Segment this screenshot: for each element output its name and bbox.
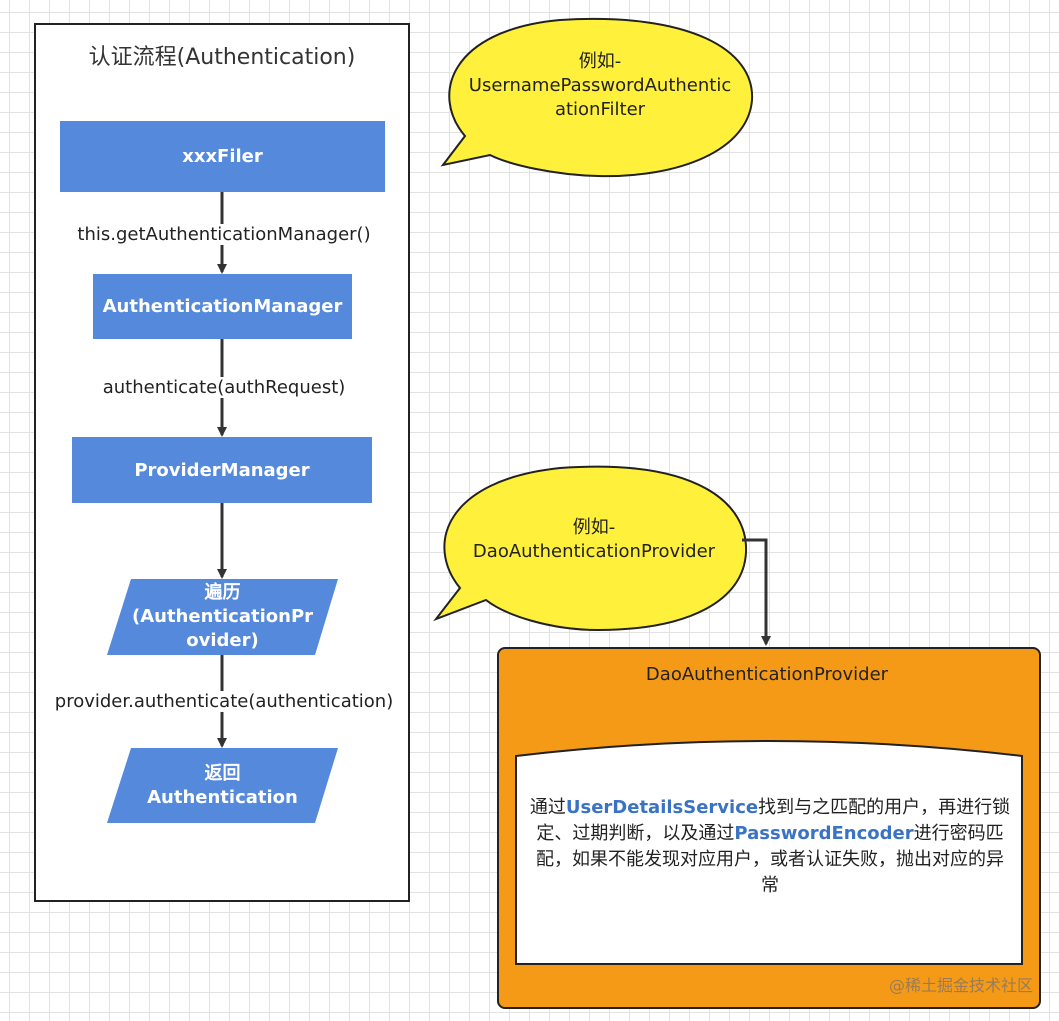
filter-node: xxxFiler: [60, 121, 385, 192]
iterate-shape: [107, 579, 338, 655]
provider-manager-label: ProviderManager: [134, 459, 310, 481]
edge-label-authenticate: authenticate(authRequest): [100, 377, 348, 398]
provider-manager-node: ProviderManager: [72, 437, 372, 503]
password-encoder-highlight: PasswordEncoder: [734, 823, 914, 844]
callout-1-line-1: 例如-: [578, 51, 622, 72]
dao-description: 通过UserDetailsService找到与之匹配的用户，再进行锁定、过期判断…: [528, 795, 1012, 899]
dao-document-shape: [515, 740, 1023, 965]
edge-label-provider-authenticate: provider.authenticate(authentication): [52, 691, 396, 712]
callout-bubble-1: [440, 18, 754, 178]
callout-bubble-2: [433, 465, 748, 632]
iterate-line-1: 遍历: [204, 582, 241, 603]
return-line-2: Authentication: [147, 787, 298, 808]
dao-text-part-2: 找到与之匹配的用户，再进行锁定、过期判断，以及通过: [536, 797, 1011, 844]
callout-2-text: 例如- DaoAuthenticationProvider: [444, 516, 744, 564]
callout-2-line-1: 例如-: [572, 517, 616, 538]
authentication-manager-node: AuthenticationManager: [93, 274, 352, 339]
authentication-manager-label: AuthenticationManager: [102, 296, 343, 317]
iterate-line-2: (AuthenticationPr: [131, 606, 314, 627]
return-shape: [107, 748, 338, 823]
callout-1-line-2: UsernamePasswordAuthentic: [468, 75, 732, 96]
iterate-label: 遍历 (AuthenticationPr ovider): [107, 581, 338, 653]
edge-label-get-manager: this.getAuthenticationManager(): [75, 224, 373, 245]
edge-callout-to-dao: [742, 538, 771, 646]
callout-1-text: 例如- UsernamePasswordAuthentic ationFilte…: [450, 50, 750, 122]
filter-label: xxxFiler: [182, 146, 263, 167]
dao-text-part-3: 进行密码匹配，如果不能发现对应用户，或者认证失败，抛出对应的异常: [536, 823, 1004, 896]
frame-title: 认证流程(Authentication): [34, 23, 410, 87]
return-line-1: 返回: [204, 763, 241, 784]
dao-text-part-1: 通过: [529, 797, 566, 818]
callout-2-line-2: DaoAuthenticationProvider: [472, 541, 716, 562]
user-details-service-highlight: UserDetailsService: [565, 797, 759, 818]
dao-provider-title: DaoAuthenticationProvider: [645, 664, 889, 685]
callout-1-line-3: ationFilter: [554, 99, 646, 120]
iterate-line-3: ovider): [186, 630, 259, 651]
return-label: 返回 Authentication: [107, 762, 338, 810]
watermark: @稀土掘金技术社区: [888, 976, 1033, 995]
